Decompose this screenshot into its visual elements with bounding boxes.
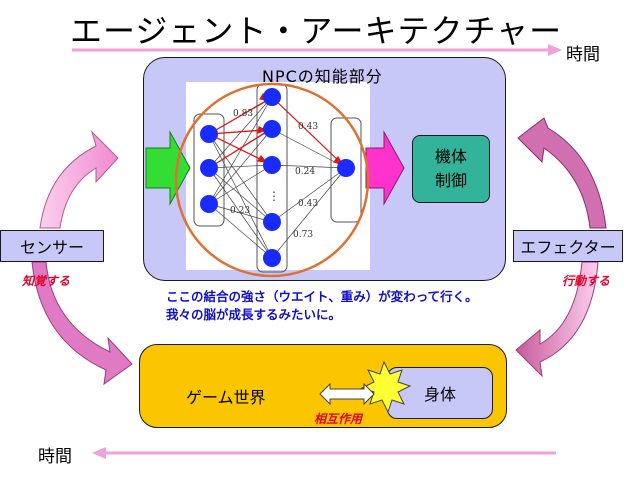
weight-label: 0.43	[298, 122, 318, 132]
output-node	[337, 159, 355, 177]
caption-line: ここの結合の強さ（ウエイト、重み）が変わって行く。	[166, 289, 478, 304]
weight-label: 0.73	[293, 230, 313, 240]
input-arrow	[145, 130, 191, 206]
hidden-node	[263, 249, 281, 267]
interaction-double-arrow-top	[319, 382, 375, 406]
network-nodes	[200, 88, 355, 267]
weight-label: 0.43	[298, 199, 318, 209]
effector-box: エフェクター	[513, 230, 623, 262]
caption-line: 我々の脳が成長するみたいに。	[166, 307, 342, 322]
hidden-node	[263, 156, 281, 174]
highlighted-connections	[208, 92, 344, 169]
npc-section-label: NPCの知能部分	[262, 67, 383, 86]
effector-cycle-arrow-down	[517, 117, 607, 229]
sensor-box: センサー	[0, 230, 104, 262]
body-control-box: 機体 制御	[412, 135, 490, 203]
input-node	[200, 125, 218, 143]
hidden-node	[263, 120, 281, 138]
time-label-top: 時間	[566, 45, 600, 65]
body-box: 身体	[387, 367, 493, 419]
output-arrow	[365, 130, 405, 206]
hidden-layer-ellipsis: ⋮	[268, 189, 280, 203]
page-title: エージェント・アーキテクチャー	[70, 12, 563, 50]
interaction-burst	[360, 360, 412, 414]
act-label: 行動する	[562, 274, 611, 288]
weight-label: 0.24	[295, 167, 315, 177]
input-node	[200, 195, 218, 213]
interaction-label: 相互作用	[314, 412, 363, 426]
perceive-label: 知覚する	[22, 274, 71, 288]
time-arrow-top	[72, 44, 562, 56]
weight-caption: ここの結合の強さ（ウエイト、重み）が変わって行く。 我々の脳が成長するみたいに。	[166, 288, 478, 324]
network-highlight-circle	[174, 82, 370, 278]
weight-label: 0.83	[233, 109, 253, 119]
input-node	[200, 159, 218, 177]
sensor-cycle-arrow-up	[39, 130, 119, 229]
hidden-node	[263, 88, 281, 106]
weight-labels: 0.83 0.43 0.24 0.43 0.23 0.73	[230, 109, 318, 240]
hidden-node	[263, 213, 281, 231]
game-world-label: ゲーム世界	[186, 388, 266, 407]
effector-cycle-arrow-return	[515, 261, 599, 378]
sensor-cycle-arrow-down	[31, 261, 133, 386]
time-label-bottom: 時間	[38, 447, 72, 467]
weight-label: 0.23	[230, 206, 250, 216]
input-layer-frame	[193, 113, 225, 227]
time-arrow-bottom	[92, 447, 556, 459]
